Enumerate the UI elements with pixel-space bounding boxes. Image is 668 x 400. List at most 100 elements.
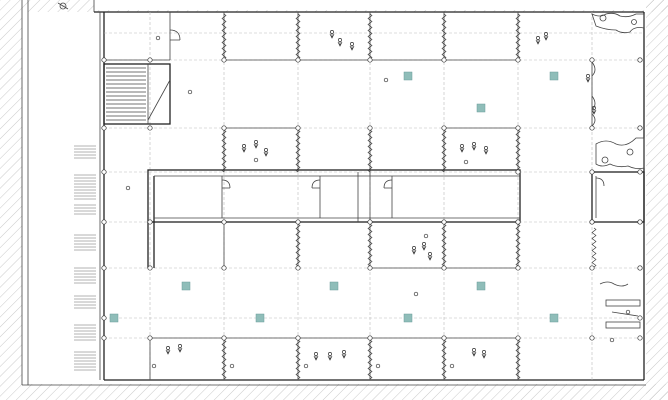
column-icon — [637, 219, 643, 225]
folding-partitions — [221, 13, 597, 380]
column-icon — [367, 335, 373, 341]
column-icon — [101, 57, 643, 341]
folding-partition — [295, 223, 301, 267]
person-icon — [585, 74, 591, 83]
floor-marker — [255, 313, 265, 323]
person-icon — [349, 42, 355, 51]
fixture-icon — [375, 363, 381, 369]
fixture-icon — [229, 363, 235, 369]
person-icon — [427, 252, 433, 261]
column-icon — [637, 315, 643, 321]
folding-partition — [515, 339, 521, 380]
floor-marker — [403, 313, 413, 323]
column-icon — [589, 265, 595, 271]
column-icon — [589, 125, 595, 131]
person-icon — [471, 142, 477, 151]
fixture-icon — [253, 157, 259, 163]
folding-partition — [295, 339, 301, 380]
structural-grid — [104, 12, 644, 380]
fixture-icon — [625, 309, 631, 315]
person-icon — [535, 36, 541, 45]
bench — [599, 281, 641, 329]
fixture-icon — [383, 77, 389, 83]
fixture-icon — [413, 291, 419, 297]
column-icon — [441, 265, 447, 271]
floor-marker — [181, 281, 191, 291]
column-icon — [101, 57, 107, 63]
person-icon — [263, 148, 269, 157]
column-icon — [637, 125, 643, 131]
column-icon — [515, 219, 521, 225]
folding-partition — [441, 223, 447, 267]
folding-partition — [441, 13, 447, 60]
fixture-icon — [609, 337, 615, 343]
column-icon — [441, 57, 447, 63]
folding-partition — [221, 129, 227, 173]
person-icon — [471, 348, 477, 357]
fixture-icon — [463, 159, 469, 165]
column-icon — [295, 219, 301, 225]
column-icon — [515, 335, 521, 341]
folding-partition — [441, 129, 447, 173]
column-icon — [515, 57, 521, 63]
column-icon — [637, 57, 643, 63]
column-icon — [101, 169, 107, 175]
person-icon — [341, 350, 347, 359]
column-icon — [147, 219, 153, 225]
person-icon — [241, 144, 247, 153]
folding-partition — [515, 13, 521, 60]
outer-walls — [21, 0, 646, 386]
stair-icon — [103, 63, 171, 125]
column-icon — [101, 315, 107, 321]
fixture-icon — [151, 363, 157, 369]
person-icon — [421, 242, 427, 251]
person-icon — [337, 38, 343, 47]
person-icon — [313, 352, 319, 361]
column-icon — [637, 265, 643, 271]
column-icon — [101, 335, 107, 341]
column-icon — [221, 335, 227, 341]
floor-markers — [109, 71, 559, 323]
column-icon — [367, 57, 373, 63]
column-icon — [295, 335, 301, 341]
column-icon — [147, 125, 153, 131]
folding-partition — [221, 13, 227, 60]
column-icon — [101, 125, 107, 131]
folding-partition — [367, 339, 373, 380]
fixture-icon — [125, 185, 131, 191]
folding-partition — [367, 223, 373, 267]
person-icon — [483, 146, 489, 155]
fixture-icon — [423, 233, 429, 239]
folding-partition — [221, 339, 227, 380]
floor-marker — [476, 281, 486, 291]
column-icon — [101, 265, 107, 271]
folding-partition — [295, 13, 301, 60]
person-icon — [543, 32, 549, 41]
floor-marker — [403, 71, 413, 81]
column-icon — [221, 125, 227, 131]
floor-marker — [549, 71, 559, 81]
column-icon — [101, 219, 107, 225]
door-icon — [169, 29, 605, 189]
column-icon — [441, 125, 447, 131]
column-icon — [515, 169, 521, 175]
column-icon — [589, 169, 595, 175]
column-icon — [367, 125, 373, 131]
folding-partition — [591, 227, 597, 268]
column-icon — [295, 265, 301, 271]
column-icon — [515, 265, 521, 271]
column-icon — [441, 335, 447, 341]
column-icon — [295, 57, 301, 63]
person-icon — [411, 246, 417, 255]
person-icon — [165, 346, 171, 355]
folding-partition — [295, 129, 301, 173]
column-icon — [221, 57, 227, 63]
column-icon — [589, 335, 595, 341]
fixture-icon — [449, 363, 455, 369]
dimension-ticks — [74, 145, 96, 371]
fixture-icon — [303, 363, 309, 369]
person-icon — [591, 106, 597, 115]
person-icon — [177, 344, 183, 353]
